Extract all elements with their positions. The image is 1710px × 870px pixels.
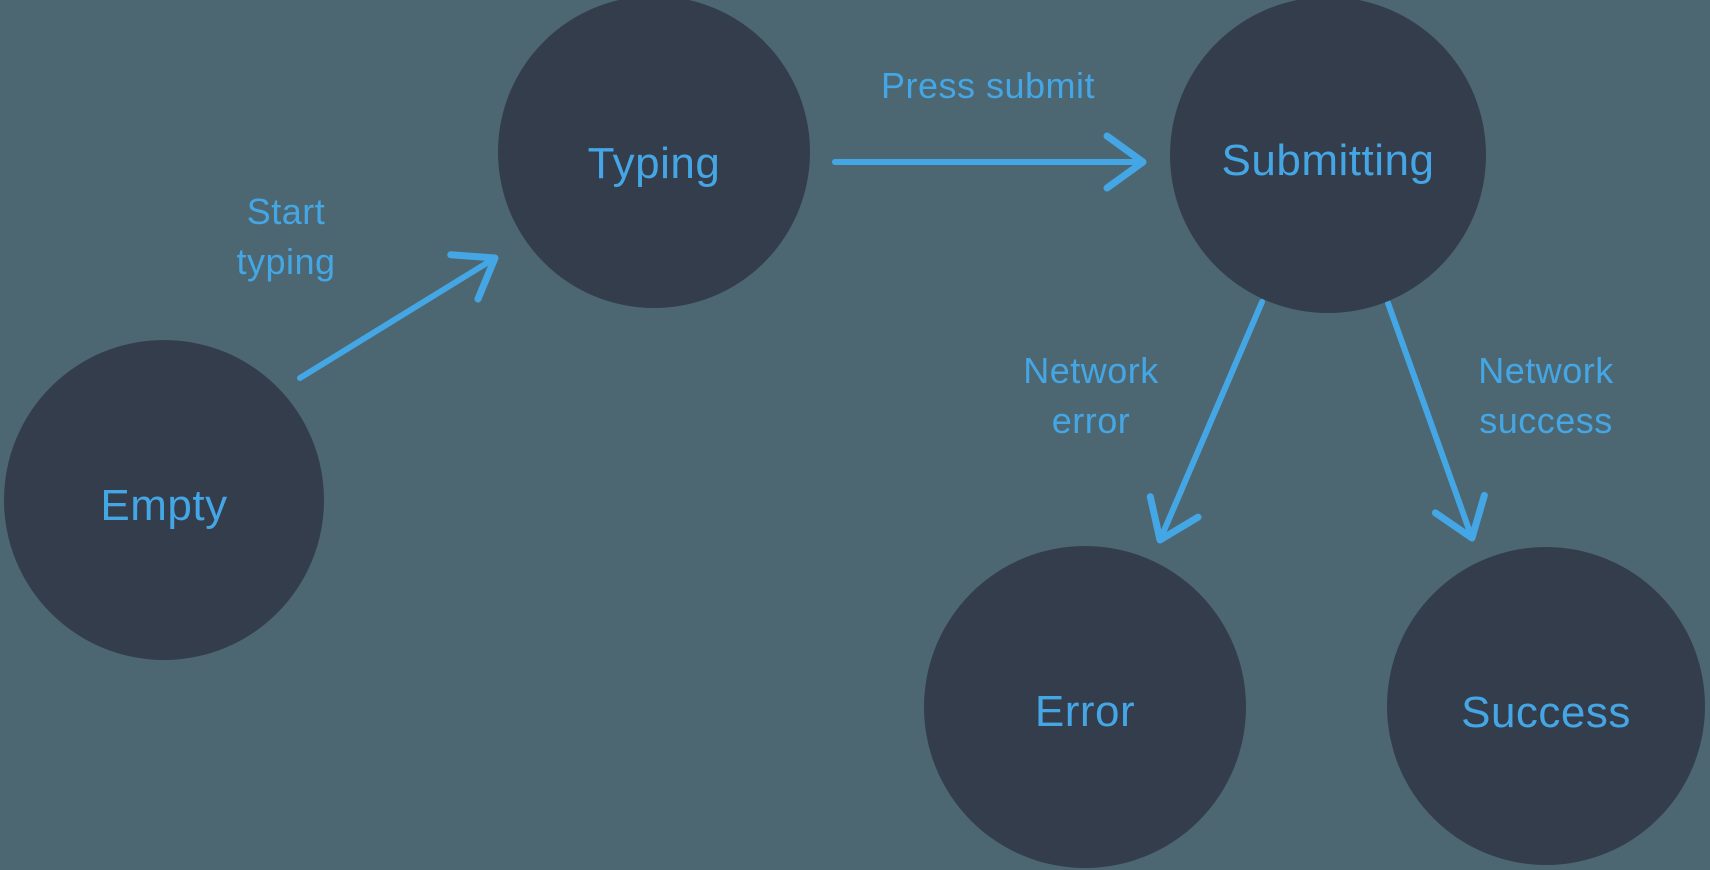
transition-label-network-success: Network success	[1478, 350, 1614, 441]
state-label-submitting: Submitting	[1222, 136, 1435, 185]
transition-label-line: Start	[247, 191, 326, 232]
transition-arrow-network-success	[1385, 300, 1488, 542]
transition-label-network-error: Network error	[1023, 350, 1159, 441]
transition-label-line: Network	[1478, 350, 1614, 391]
transition-arrow-network-error	[1146, 299, 1265, 544]
transition-label-line: error	[1052, 400, 1131, 441]
transition-label-line: Press submit	[881, 65, 1095, 106]
state-label-empty: Empty	[100, 481, 227, 530]
transition-label-line: Network	[1023, 350, 1159, 391]
transition-arrow-start-typing	[297, 251, 499, 381]
transition-label-start-typing: Start typing	[236, 191, 335, 282]
state-label-success: Success	[1461, 688, 1631, 737]
state-node-empty	[4, 340, 324, 660]
state-label-typing: Typing	[588, 139, 721, 188]
state-node-typing	[498, 0, 810, 308]
transition-label-line: typing	[236, 241, 335, 282]
state-node-error	[924, 546, 1246, 868]
state-node-submitting	[1170, 0, 1486, 313]
transition-label-press-submit: Press submit	[881, 65, 1095, 106]
state-node-success	[1387, 547, 1705, 865]
state-label-error: Error	[1035, 687, 1135, 736]
transition-label-line: success	[1479, 400, 1613, 441]
